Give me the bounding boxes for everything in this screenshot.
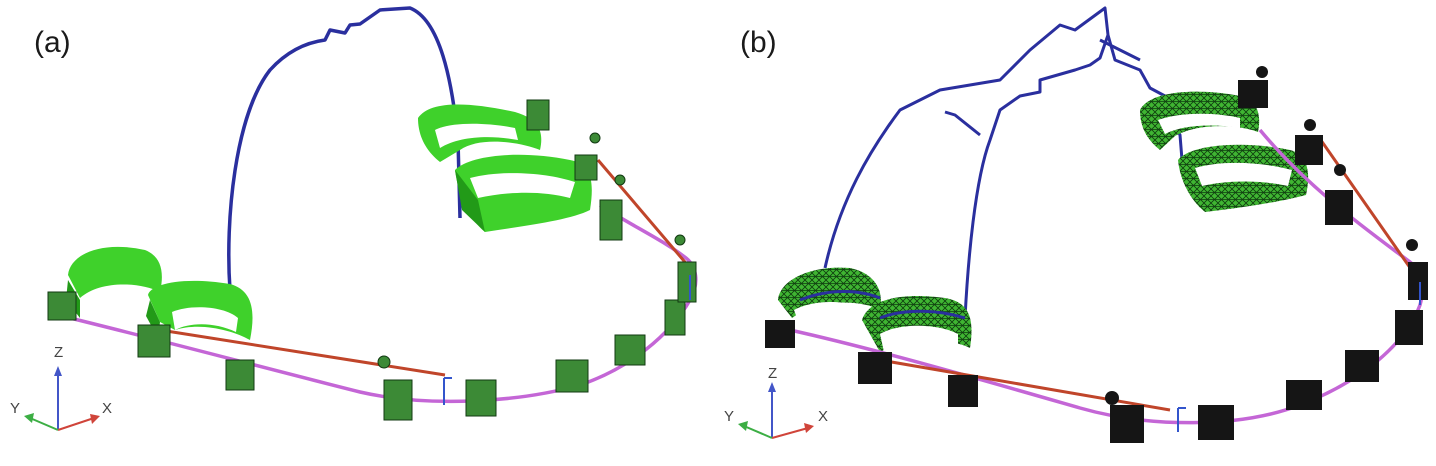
panel-a-bracket xyxy=(137,324,171,358)
panel-a-bracket xyxy=(526,99,550,131)
panel-b-y-axis-label: Y xyxy=(724,408,734,425)
panel-b-bracket xyxy=(1198,405,1234,440)
panel-b-label: (b) xyxy=(740,26,777,59)
panel-a-bracket xyxy=(465,379,497,417)
panel-a-bracket xyxy=(225,359,255,391)
panel-b-bracket xyxy=(765,320,795,348)
panel-a-bracket xyxy=(599,199,623,241)
panel-a-brackets xyxy=(47,99,697,421)
panel-a-inner-bow xyxy=(227,6,462,291)
panel-b-bracket xyxy=(1395,310,1423,345)
panel-a-elastic-right xyxy=(596,159,692,269)
panel-b-right-molar-bands xyxy=(1140,91,1309,212)
panel-a-bracket xyxy=(614,334,646,366)
panel-b-bracket xyxy=(858,352,892,384)
panel-b-left-molar-bands xyxy=(778,267,972,352)
panel-a-left-molar-bands xyxy=(66,246,253,340)
panel-a-y-axis-label: Y xyxy=(10,400,20,417)
panel-b-x-axis-label: X xyxy=(818,408,828,425)
panel-b-bracket xyxy=(1408,262,1428,300)
panel-b-bracket xyxy=(1325,190,1353,225)
panel-a-right-molar-bands xyxy=(418,104,592,232)
panel-b: (b) xyxy=(724,6,1428,443)
panel-a-bracket xyxy=(47,291,77,321)
panel-a-axis-triad: Z X Y xyxy=(10,344,112,431)
panel-b-elastic-right xyxy=(1316,135,1422,283)
panel-b-bracket xyxy=(1238,80,1268,108)
panel-b-z-axis-label: Z xyxy=(768,365,777,382)
panel-b-bracket xyxy=(1295,135,1323,165)
panel-a-bracket xyxy=(574,154,598,181)
panel-a-bracket xyxy=(383,379,413,421)
panel-b-brackets xyxy=(765,66,1428,443)
panel-a-elastic-left xyxy=(159,328,446,377)
panel-a: (a) xyxy=(10,6,698,431)
panel-a-label: (a) xyxy=(34,26,71,59)
panel-b-axis-triad: Z X Y xyxy=(724,365,828,439)
panel-b-bracket xyxy=(1345,350,1379,382)
panel-b-bracket xyxy=(1110,405,1144,443)
panel-a-bracket xyxy=(677,261,697,303)
panel-b-bracket xyxy=(948,375,978,407)
panel-b-elastic-left xyxy=(879,358,1171,412)
panel-b-outer-bow xyxy=(944,34,1141,319)
panel-a-bracket xyxy=(555,359,589,393)
panel-a-x-axis-label: X xyxy=(102,400,112,417)
panel-a-bracket xyxy=(664,299,686,336)
panel-b-bracket xyxy=(1286,380,1322,410)
panel-a-z-axis-label: Z xyxy=(54,344,63,361)
